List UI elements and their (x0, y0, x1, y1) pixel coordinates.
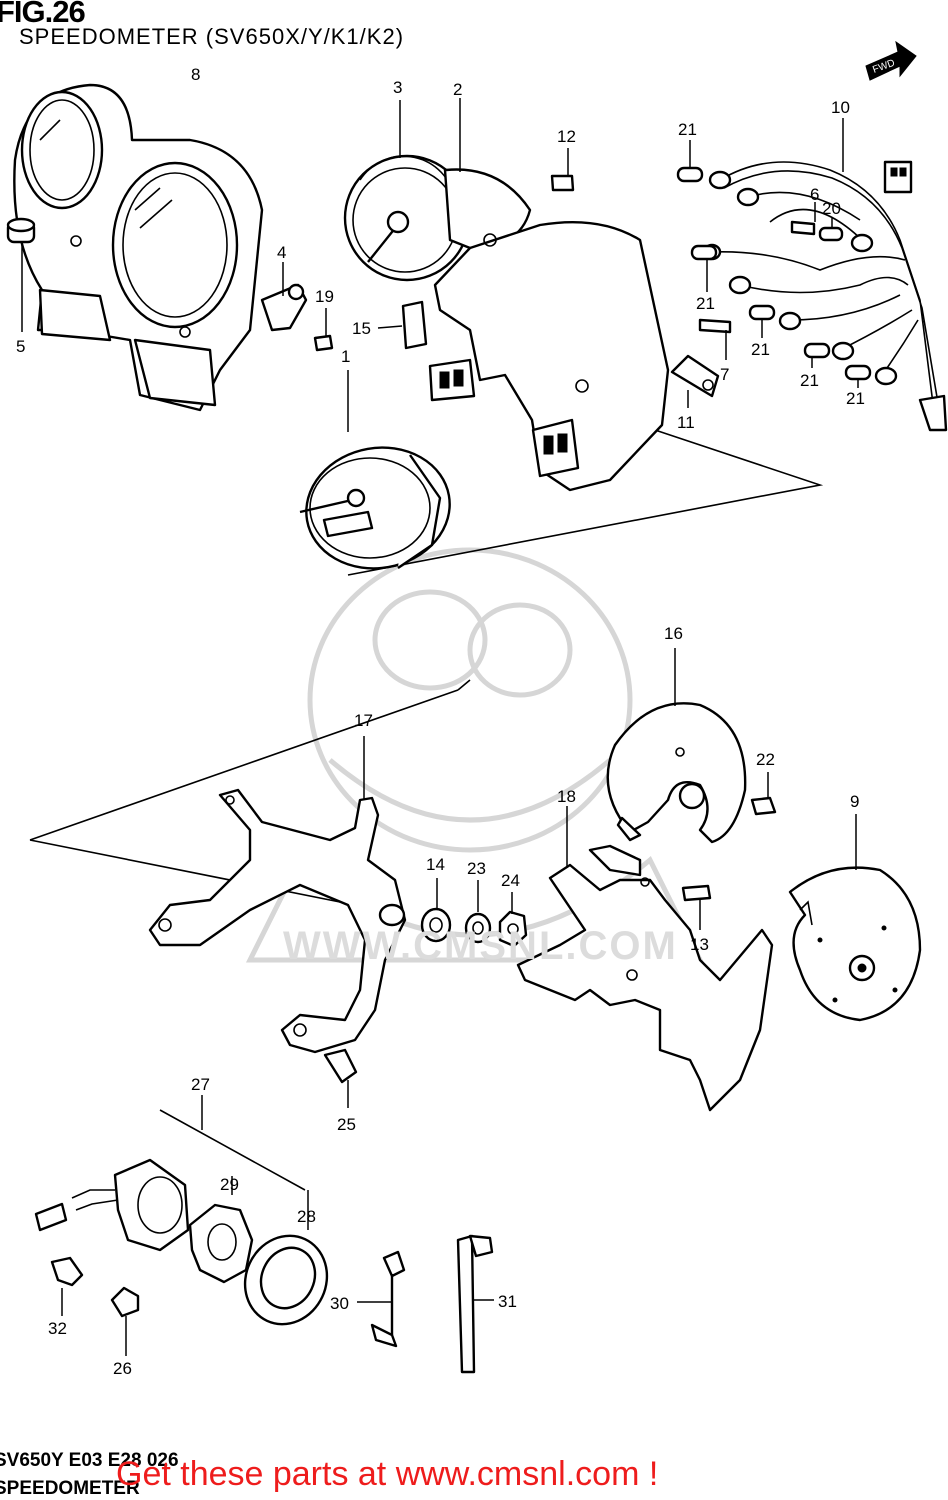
callout-15: 15 (352, 319, 371, 338)
callout-21b: 21 (696, 294, 715, 313)
part-14-grommet (420, 878, 452, 943)
callout-3: 3 (393, 78, 402, 97)
callout-8: 8 (191, 65, 200, 84)
part-27-group-bracket (159, 1095, 306, 1191)
part-15-bulb (377, 300, 428, 350)
callout-10: 10 (831, 98, 850, 117)
part-20-bulb (818, 218, 844, 242)
part-17-bracket (148, 736, 407, 1054)
part-2-meter-case (428, 98, 670, 492)
part-13-screw (681, 884, 712, 930)
callout-1: 1 (341, 347, 350, 366)
footer-section-name: SPEEDOMETER (0, 1478, 140, 1499)
callout-21d: 21 (800, 371, 819, 390)
callout-9: 9 (850, 792, 859, 811)
part-18-lower-case (516, 806, 774, 1112)
part-31-band (456, 1234, 494, 1374)
part-25-screw (323, 1048, 358, 1108)
callout-29: 29 (220, 1175, 239, 1194)
callout-16: 16 (664, 624, 683, 643)
callout-6: 6 (810, 185, 819, 204)
part-32-screw (50, 1256, 84, 1316)
callout-32: 32 (48, 1319, 67, 1338)
callout-26: 26 (113, 1359, 132, 1378)
fwd-direction-badge: FWD (865, 40, 917, 81)
callout-19: 19 (315, 287, 334, 306)
part-6-screw (790, 202, 816, 236)
callout-12: 12 (557, 127, 576, 146)
part-12-screw (550, 148, 575, 192)
part-19-screw (313, 308, 334, 352)
callout-20: 20 (822, 199, 841, 218)
callout-22: 22 (756, 750, 775, 769)
part-4-bracket (260, 262, 308, 332)
part-1-speedometer (299, 370, 451, 570)
part-30-clamp (357, 1250, 406, 1348)
promo-link-text[interactable]: Get these parts at www.cmsnl.com ! (116, 1455, 659, 1493)
callout-21c: 21 (751, 340, 770, 359)
part-5-grommet (6, 217, 36, 332)
callout-30: 30 (330, 1294, 349, 1313)
part-11-bracket (670, 354, 720, 408)
part-28-ring (243, 1190, 329, 1326)
watermark-text: WWW.CMSNL.COM (283, 924, 678, 968)
callout-2: 2 (453, 80, 462, 99)
assembly-guide-lines (29, 429, 824, 911)
callout-17: 17 (354, 711, 373, 730)
part-8-meter-cover (13, 83, 264, 412)
part-10-wiring-harness (702, 118, 948, 432)
part-16-cover (606, 648, 747, 844)
callout-23: 23 (467, 859, 486, 878)
callout-11: 11 (677, 413, 695, 432)
part-26-clip (110, 1286, 140, 1356)
callout-18: 18 (557, 787, 576, 806)
part-23-washer (464, 880, 492, 944)
callout-4: 4 (277, 243, 286, 262)
figure-subtitle: SPEEDOMETER (SV650X/Y/K1/K2) (19, 24, 405, 49)
part-24-nut (498, 892, 528, 948)
callout-14: 14 (426, 855, 445, 874)
callout-21a: 21 (678, 120, 697, 139)
part-21-bulbs (676, 140, 872, 388)
callout-28: 28 (297, 1207, 316, 1226)
callout-25: 25 (337, 1115, 356, 1134)
callout-21e: 21 (846, 389, 865, 408)
part-22-screw (750, 772, 777, 816)
part-9-back-cover (788, 814, 922, 1022)
callout-27: 27 (191, 1075, 210, 1094)
part-3-tachometer (343, 100, 471, 282)
part-7-screw (698, 318, 732, 360)
figure-title: FIG.26 (0, 0, 86, 29)
callout-24: 24 (501, 871, 520, 890)
callout-5: 5 (16, 337, 25, 356)
callout-13: 13 (690, 935, 709, 954)
callout-labels: 8 3 2 12 21 10 6 20 4 19 15 5 1 21 21 7 … (16, 65, 865, 1378)
part-27-sensor (34, 1158, 190, 1252)
callout-31: 31 (498, 1292, 517, 1311)
footer-diagram-code: SV650Y E03 E28 026 (0, 1450, 179, 1471)
callout-7: 7 (720, 365, 729, 384)
